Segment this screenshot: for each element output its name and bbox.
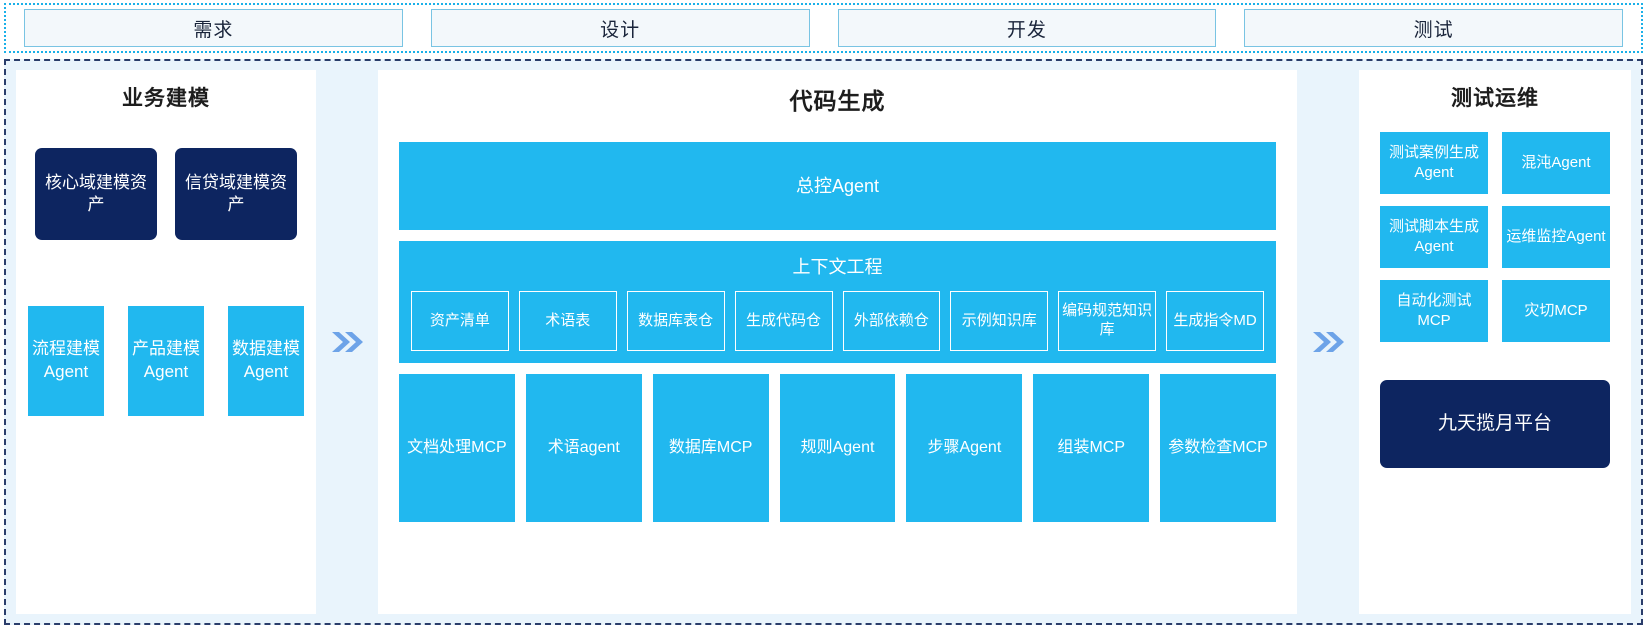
test-card-automated-testing-mcp[interactable]: 自动化测试MCP	[1380, 280, 1488, 342]
tool-card-label: 组装MCP	[1057, 439, 1125, 457]
context-item-asset-list[interactable]: 资产清单	[411, 291, 509, 351]
tool-card-label: 术语agent	[547, 439, 620, 457]
tool-card-label: 步骤Agent	[927, 439, 1002, 457]
phase-strip: 需求 设计 开发 测试	[4, 3, 1643, 53]
test-card-ops-monitoring-agent[interactable]: 运维监控Agent	[1502, 206, 1610, 268]
platform-card-wrapper: 九天揽月平台	[1380, 380, 1610, 468]
asset-card-label: 核心域建模资产	[45, 172, 147, 214]
tool-card-label: 数据库MCP	[668, 439, 753, 457]
phase-label: 测试	[1413, 19, 1454, 41]
tool-card-document-processing-mcp[interactable]: 文档处理MCP	[399, 374, 515, 522]
context-item-example-knowledge-base[interactable]: 示例知识库	[950, 291, 1049, 351]
panel-business-modeling: 业务建模 核心域建模资产 信贷域建模资产 流程建模Agent 产品建模Agent…	[16, 70, 316, 614]
panel-code-generation: 代码生成 总控Agent 上下文工程 资产清单 术语表	[378, 70, 1297, 614]
tool-card-label: 参数检查MCP	[1168, 439, 1268, 457]
panel-title-business-modeling: 业务建模	[122, 87, 210, 110]
test-card-label: 运维监控Agent	[1506, 227, 1606, 245]
tool-card-glossary-agent[interactable]: 术语agent	[525, 374, 642, 522]
main-canvas: 业务建模 核心域建模资产 信贷域建模资产 流程建模Agent 产品建模Agent…	[4, 59, 1643, 625]
master-agent-label: 总控Agent	[795, 175, 880, 196]
tool-card-rule-agent[interactable]: 规则Agent	[779, 374, 896, 522]
context-item-label: 示例知识库	[961, 311, 1037, 329]
business-agents-group: 流程建模Agent 产品建模Agent 数据建模Agent	[28, 306, 304, 416]
context-item-label: 编码规范知识库	[1062, 302, 1153, 338]
context-item-generated-code-repo[interactable]: 生成代码仓	[734, 291, 833, 351]
asset-card-credit-domain[interactable]: 信贷域建模资产	[175, 148, 297, 240]
connector-left	[316, 70, 378, 614]
agent-card-process-modeling[interactable]: 流程建模Agent	[28, 306, 104, 416]
context-item-label: 生成代码仓	[746, 311, 822, 329]
phase-label: 开发	[1006, 19, 1047, 41]
phase-label: 设计	[600, 19, 641, 41]
context-engineering-title: 上下文工程	[792, 257, 883, 277]
phase-box-testing[interactable]: 测试	[1244, 9, 1623, 47]
test-card-chaos-agent[interactable]: 混沌Agent	[1502, 132, 1610, 194]
test-card-label: 测试脚本生成Agent	[1388, 217, 1479, 255]
double-chevron-right-icon	[1313, 332, 1344, 352]
context-item-label: 生成指令MD	[1173, 311, 1257, 329]
asset-card-core-domain[interactable]: 核心域建模资产	[35, 148, 157, 240]
context-item-generation-instruction-md[interactable]: 生成指令MD	[1166, 291, 1264, 351]
code-generation-body: 总控Agent 上下文工程 资产清单 术语表 数据库表仓	[378, 142, 1297, 522]
test-operations-grid: 测试案例生成Agent 混沌Agent 测试脚本生成Agent 运维监控Agen…	[1380, 132, 1610, 342]
double-chevron-right-icon	[332, 332, 363, 352]
phase-box-development[interactable]: 开发	[837, 9, 1217, 47]
agent-card-product-modeling[interactable]: 产品建模Agent	[128, 306, 204, 416]
context-item-coding-standard-knowledge-base[interactable]: 编码规范知识库	[1058, 291, 1157, 351]
context-item-external-dependency-repo[interactable]: 外部依赖仓	[842, 291, 941, 351]
tool-card-assembly-mcp[interactable]: 组装MCP	[1033, 374, 1150, 522]
context-item-label: 外部依赖仓	[853, 311, 929, 329]
panel-title-code-generation: 代码生成	[789, 88, 886, 114]
panel-title-test-operations: 测试运维	[1451, 87, 1539, 110]
test-card-test-script-generation-agent[interactable]: 测试脚本生成Agent	[1380, 206, 1488, 268]
tool-card-parameter-check-mcp[interactable]: 参数检查MCP	[1160, 374, 1277, 522]
context-item-label: 资产清单	[429, 311, 490, 329]
master-agent-banner[interactable]: 总控Agent	[399, 142, 1276, 230]
business-assets-group: 核心域建模资产 信贷域建模资产	[35, 148, 297, 240]
tool-card-step-agent[interactable]: 步骤Agent	[906, 374, 1023, 522]
context-item-label: 术语表	[545, 311, 591, 329]
asset-card-label: 信贷域建模资产	[185, 172, 287, 214]
panel-test-operations: 测试运维 测试案例生成Agent 混沌Agent 测试脚本生成Agent 运维监…	[1359, 70, 1631, 614]
agent-card-label: 产品建模Agent	[132, 339, 200, 381]
tool-card-database-mcp[interactable]: 数据库MCP	[652, 374, 769, 522]
test-card-label: 混沌Agent	[1521, 153, 1591, 171]
agent-card-label: 流程建模Agent	[32, 339, 100, 381]
context-items-row: 资产清单 术语表 数据库表仓 生成代码仓 外部依赖仓	[411, 291, 1264, 351]
test-card-disaster-switch-mcp[interactable]: 灾切MCP	[1502, 280, 1610, 342]
test-card-test-case-generation-agent[interactable]: 测试案例生成Agent	[1380, 132, 1488, 194]
test-card-label: 灾切MCP	[1524, 301, 1588, 319]
context-engineering-block: 上下文工程 资产清单 术语表 数据库表仓 生成代码仓	[399, 241, 1276, 363]
tool-card-label: 文档处理MCP	[407, 439, 507, 457]
tools-row: 文档处理MCP 术语agent 数据库MCP 规则Agent 步骤Agent	[399, 374, 1277, 522]
test-card-label: 测试案例生成Agent	[1388, 143, 1479, 181]
agent-card-label: 数据建模Agent	[232, 339, 300, 381]
context-item-label: 数据库表仓	[638, 311, 714, 329]
test-card-label: 自动化测试MCP	[1396, 291, 1472, 329]
tool-card-label: 规则Agent	[800, 439, 875, 457]
phase-label: 需求	[193, 19, 234, 41]
phase-box-design[interactable]: 设计	[430, 9, 810, 47]
phase-box-requirements[interactable]: 需求	[24, 9, 403, 47]
platform-card-jiutian-lanyue[interactable]: 九天揽月平台	[1380, 380, 1610, 468]
context-item-db-table-repo[interactable]: 数据库表仓	[626, 291, 725, 351]
agent-card-data-modeling[interactable]: 数据建模Agent	[228, 306, 304, 416]
context-item-glossary[interactable]: 术语表	[518, 291, 617, 351]
connector-right	[1297, 70, 1359, 614]
platform-card-label: 九天揽月平台	[1437, 412, 1552, 434]
